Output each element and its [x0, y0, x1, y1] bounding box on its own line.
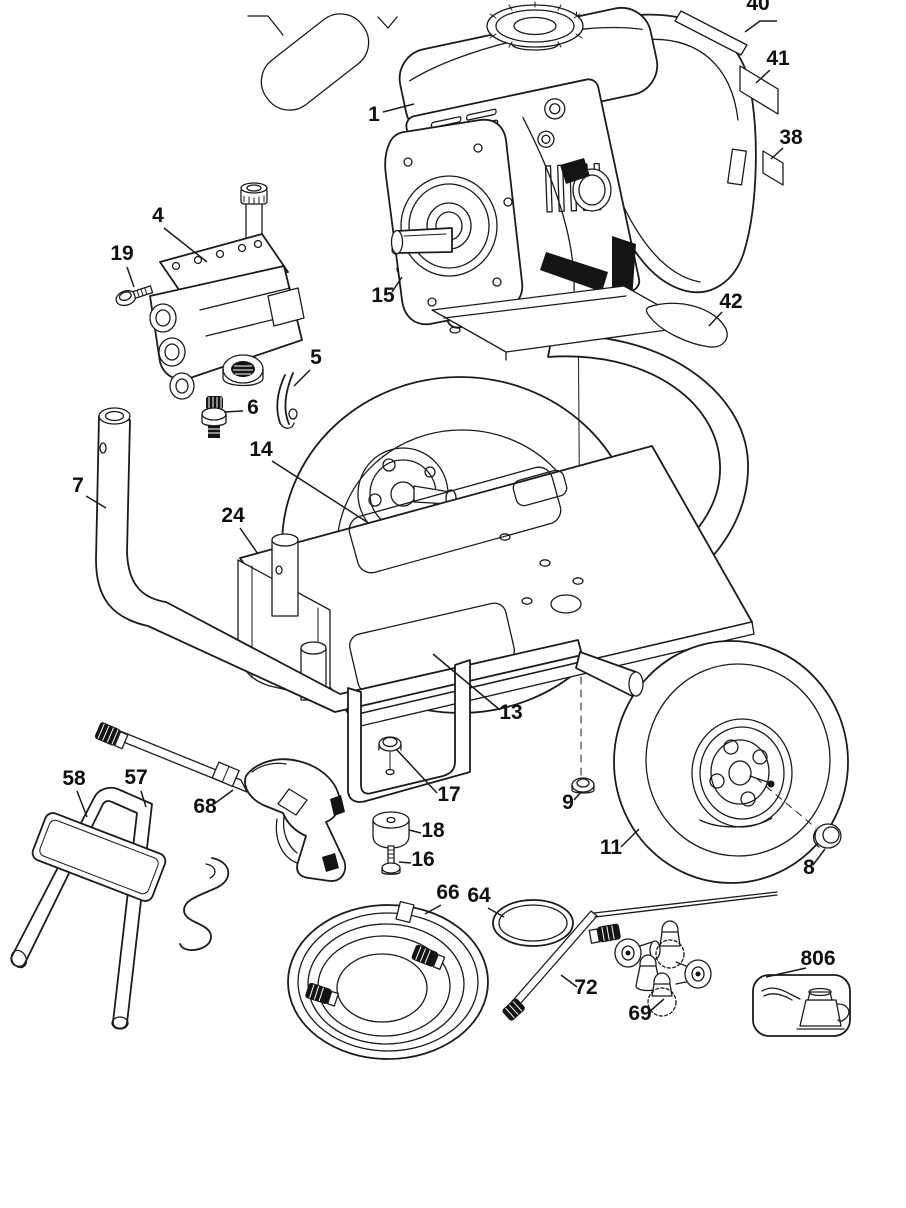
callout-6-leader [223, 410, 244, 413]
callout-1-leader [382, 103, 415, 113]
callout-38-label: 38 [779, 126, 803, 149]
callout-68-label: 68 [193, 795, 217, 818]
callout-24-label: 24 [221, 504, 245, 527]
pump-outlet [222, 354, 264, 387]
callout-66-label: 66 [436, 881, 459, 904]
callout-13-label: 13 [499, 701, 522, 724]
callout-7-label: 7 [72, 474, 84, 497]
callout-5-leader [293, 369, 311, 387]
callout-806-leader [765, 967, 807, 978]
callout-18-label: 18 [421, 819, 445, 842]
callout-9-label: 9 [562, 791, 574, 814]
callout-806-label: 806 [800, 947, 835, 970]
callout-42-label: 42 [719, 290, 742, 313]
nozzle-kit [614, 920, 712, 1017]
recoil-crankcase [384, 118, 524, 326]
sticker-41 [739, 65, 779, 115]
callout-41-leader [755, 69, 771, 84]
callout-16-leader [398, 861, 412, 864]
callout-66-leader [424, 904, 442, 915]
callout-17-label: 17 [437, 783, 460, 806]
callout-6-label: 6 [247, 396, 259, 419]
foot-bolt [381, 845, 401, 875]
cotter-clip [276, 372, 298, 429]
callout-41-label: 41 [766, 47, 790, 70]
callout-15-label: 15 [371, 284, 395, 307]
sticker-42 [645, 302, 728, 348]
spray-wand [502, 891, 778, 1021]
engine-shaft [390, 227, 453, 255]
callout-8-leader [812, 848, 826, 866]
hose-fitting-a [411, 944, 446, 971]
oil-can-icon [761, 987, 850, 1030]
callout-68-leader [213, 789, 234, 805]
callout-4-label: 4 [152, 204, 164, 227]
callout-18-leader [408, 829, 422, 834]
callout-17-leader [395, 748, 438, 794]
callout-19-leader [126, 266, 135, 288]
callout-38-leader [770, 147, 784, 160]
sticker-40 [674, 10, 748, 56]
hub-cap [812, 823, 842, 849]
sticker-38 [762, 150, 784, 186]
engine-assembly [384, 1, 757, 361]
pump-body [149, 233, 305, 400]
gun-holder-hook [179, 857, 230, 951]
axle-stub [575, 651, 644, 697]
callout-11-label: 11 [600, 836, 623, 859]
sticker-top-left [247, 13, 398, 111]
callout-13-leader [432, 653, 501, 711]
callout-57-leader [140, 790, 147, 808]
flange-washer [571, 777, 595, 794]
lock-nut [378, 736, 402, 776]
gun-inlet-coupler [94, 722, 129, 750]
rear-wheel [613, 640, 849, 884]
callout-58-leader [76, 790, 88, 818]
rubber-foot [372, 811, 410, 849]
callout-1-label: 1 [368, 103, 380, 126]
oil-can-box [752, 974, 851, 1037]
callout-64-leader [487, 907, 505, 918]
callout-14-leader [271, 460, 368, 523]
callout-58-label: 58 [62, 767, 86, 790]
callout-72-leader [560, 974, 578, 988]
callout-69-leader [648, 998, 665, 1013]
callout-69-label: 69 [628, 1002, 651, 1025]
callout-14-label: 14 [249, 438, 273, 461]
frame-post [271, 539, 299, 617]
callout-16-label: 16 [411, 848, 434, 871]
callout-5-label: 5 [310, 346, 322, 369]
callout-9-leader [573, 791, 582, 801]
hose-fitting-b [305, 982, 339, 1007]
callout-42-leader [708, 311, 723, 327]
callout-4-leader [163, 227, 208, 263]
leader-arrowhead [377, 16, 398, 29]
fuel-cap [486, 1, 584, 51]
callout-72-label: 72 [574, 976, 597, 999]
high-pressure-hose [287, 900, 489, 1060]
spray-gun [94, 722, 347, 882]
callout-57-label: 57 [124, 766, 147, 789]
pump-bolt [115, 285, 154, 307]
callout-7-leader [85, 495, 107, 509]
label-recess-top [348, 466, 562, 574]
handle-label-panel [31, 812, 167, 902]
callout-11-leader [620, 828, 640, 848]
pump-assembly [149, 182, 305, 400]
callout-64-label: 64 [467, 884, 491, 907]
callout-15-leader [391, 276, 403, 293]
callout-19-label: 19 [110, 242, 133, 265]
callout-40-leader [744, 20, 777, 33]
o-ring [492, 899, 574, 947]
callout-8-label: 8 [803, 856, 815, 879]
callout-40-label: 40 [746, 0, 769, 15]
callout-24-leader [239, 527, 259, 555]
relief-valve [201, 396, 227, 438]
